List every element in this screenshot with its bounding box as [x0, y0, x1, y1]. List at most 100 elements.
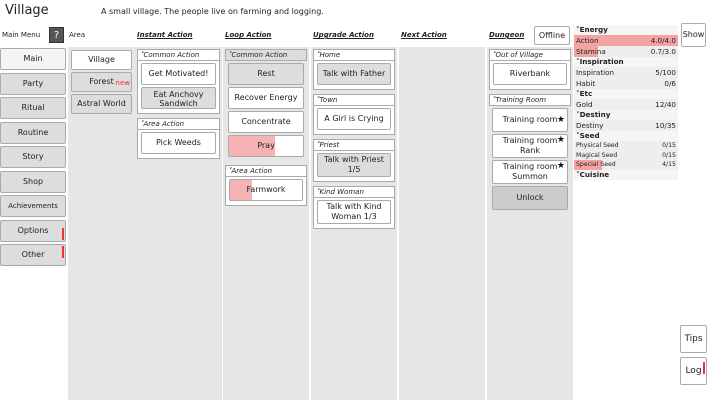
area-forest[interactable]: Forest new [71, 72, 132, 92]
upgrade-action-column: ˅Home Talk with Father ˅Town A Girl is C… [311, 47, 397, 400]
etc-section-title[interactable]: ˅Etc [574, 89, 678, 99]
menu-story[interactable]: Story [0, 146, 66, 168]
unlock-button[interactable]: Unlock [492, 186, 568, 210]
stamina-bar [574, 46, 598, 57]
group-title: ˅Kind Woman [314, 187, 394, 198]
training-room-group: ˅Training Room Training room ★ Training … [489, 94, 571, 214]
menu-options-label: Options [17, 225, 49, 235]
area-astral-world[interactable]: Astral World [71, 94, 132, 114]
loop-action-column: ˅Common Action Rest Recover Energy Conce… [223, 47, 309, 400]
kind-woman-group: ˅Kind Woman Talk with Kind Woman 1/3 [313, 186, 395, 229]
dungeon-column: ˅Out of Village Riverbank ˅Training Room… [487, 47, 573, 400]
rest-button[interactable]: Rest [228, 63, 304, 85]
pray-button[interactable]: Pray [228, 135, 304, 157]
menu-ritual[interactable]: Ritual [0, 97, 66, 119]
concentrate-button[interactable]: Concentrate [228, 111, 304, 133]
recover-energy-button[interactable]: Recover Energy [228, 87, 304, 109]
menu-other[interactable]: Other [0, 244, 66, 266]
stat-value: 4.0/4.0 [650, 36, 676, 45]
stat-label: Destiny [576, 121, 604, 130]
alert-marker [703, 362, 705, 374]
menu-party[interactable]: Party [0, 72, 66, 95]
group-title: ˅Common Action [225, 49, 307, 61]
show-button[interactable]: Show [681, 23, 706, 47]
star-icon: ★ [556, 161, 565, 171]
instant-action-column: ˅Common Action Get Motivated! Eat Anchov… [135, 47, 222, 400]
stat-row-gold: Gold 12/40 [574, 99, 678, 110]
stat-label: Action [576, 36, 599, 45]
log-label: Log [685, 366, 702, 376]
star-icon: ★ [556, 115, 565, 125]
loop-action-header: Loop Action [225, 31, 272, 39]
area-forest-label: Forest [89, 77, 114, 86]
group-title: ˅Out of Village [490, 50, 570, 61]
title: Village [5, 3, 49, 18]
menu-other-label: Other [21, 250, 45, 259]
action-bar [574, 35, 678, 46]
destiny-section-title[interactable]: ˅Destiny [574, 110, 678, 120]
pray-progress-fill [229, 136, 275, 156]
farmwork-button[interactable]: Farmwork [229, 179, 303, 201]
training-room-button[interactable]: Training room ★ [492, 108, 568, 132]
training-room-summon-label: Training room Summon [502, 162, 558, 181]
stat-row-magical-seed: Magical Seed 0/15 [574, 151, 678, 161]
help-button[interactable]: ? [49, 27, 64, 43]
inspiration-section-title[interactable]: ˅Inspiration [574, 57, 678, 67]
stat-value: 0.7/3.0 [650, 47, 676, 56]
stat-value: 0/15 [662, 151, 676, 159]
stat-row-inspiration: Inspiration 5/100 [574, 67, 678, 78]
menu-options[interactable]: Options [0, 219, 66, 242]
tips-button[interactable]: Tips [680, 325, 707, 353]
star-icon: ★ [556, 135, 565, 145]
area-header: Area [69, 31, 86, 39]
instant-action-header: Instant Action [137, 31, 193, 39]
stat-label: Magical Seed [576, 151, 618, 159]
stat-value: 4/15 [662, 161, 676, 168]
area-action-group: ˅Area Action Farmwork [225, 165, 307, 206]
cuisine-section-title[interactable]: ˅Cuisine [574, 169, 678, 180]
talk-with-father-button[interactable]: Talk with Father [317, 63, 391, 85]
stat-value: 12/40 [655, 100, 676, 109]
subtitle: A small village. The people live on farm… [101, 7, 324, 16]
pick-weeds-button[interactable]: Pick Weeds [141, 132, 216, 154]
menu-shop[interactable]: Shop [0, 170, 66, 193]
special-seed-bar [574, 160, 603, 170]
group-title: ˅Training Room [489, 94, 571, 106]
stat-label: Inspiration [576, 68, 615, 77]
stat-label: Gold [576, 100, 593, 109]
talk-with-priest-button[interactable]: Talk with Priest 1/5 [317, 153, 391, 177]
get-motivated-button[interactable]: Get Motivated! [141, 63, 216, 85]
stat-row-destiny: Destiny 10/35 [574, 120, 678, 131]
talk-with-kind-woman-button[interactable]: Talk with Kind Woman 1/3 [317, 200, 391, 224]
main-menu-header: Main Menu [2, 31, 41, 39]
training-room-rank-button[interactable]: Training room Rank ★ [492, 134, 568, 158]
dungeon-header: Dungeon [489, 31, 525, 39]
stat-row-physical-seed: Physical Seed 0/15 [574, 141, 678, 151]
alert-marker [62, 227, 64, 240]
priest-group: ˅Priest Talk with Priest 1/5 [313, 139, 395, 182]
stat-value: 10/35 [655, 121, 676, 130]
log-button[interactable]: Log [680, 357, 707, 385]
next-action-column [399, 47, 485, 400]
stat-row-special-seed: Special Seed 4/15 [574, 160, 678, 170]
riverbank-button[interactable]: Riverbank [493, 63, 567, 85]
town-group: ˅Town A Girl is Crying [313, 94, 395, 135]
eat-anchovy-sandwich-button[interactable]: Eat Anchovy Sandwich [141, 87, 216, 109]
stat-value: 0/6 [664, 79, 676, 88]
area-village[interactable]: Village [71, 50, 132, 70]
out-of-village-group: ˅Out of Village Riverbank [489, 49, 571, 90]
area-column: Village Forest new Astral World [68, 47, 135, 400]
menu-achievements[interactable]: Achievements [0, 195, 66, 217]
common-action-group: ˅Common Action Get Motivated! Eat Anchov… [137, 49, 220, 114]
training-room-summon-button[interactable]: Training room Summon ★ [492, 160, 568, 184]
energy-section-title[interactable]: ˅Energy [574, 25, 678, 35]
menu-main[interactable]: Main [0, 48, 66, 70]
girl-crying-button[interactable]: A Girl is Crying [317, 108, 391, 130]
farmwork-progress-fill [230, 180, 252, 200]
group-title: ˅Area Action [226, 166, 306, 177]
offline-button[interactable]: Offline [534, 26, 570, 45]
seed-section-title[interactable]: ˅Seed [574, 131, 678, 141]
menu-routine[interactable]: Routine [0, 121, 66, 144]
stat-label: Special Seed [576, 161, 616, 168]
group-title: ˅Common Action [138, 50, 219, 61]
